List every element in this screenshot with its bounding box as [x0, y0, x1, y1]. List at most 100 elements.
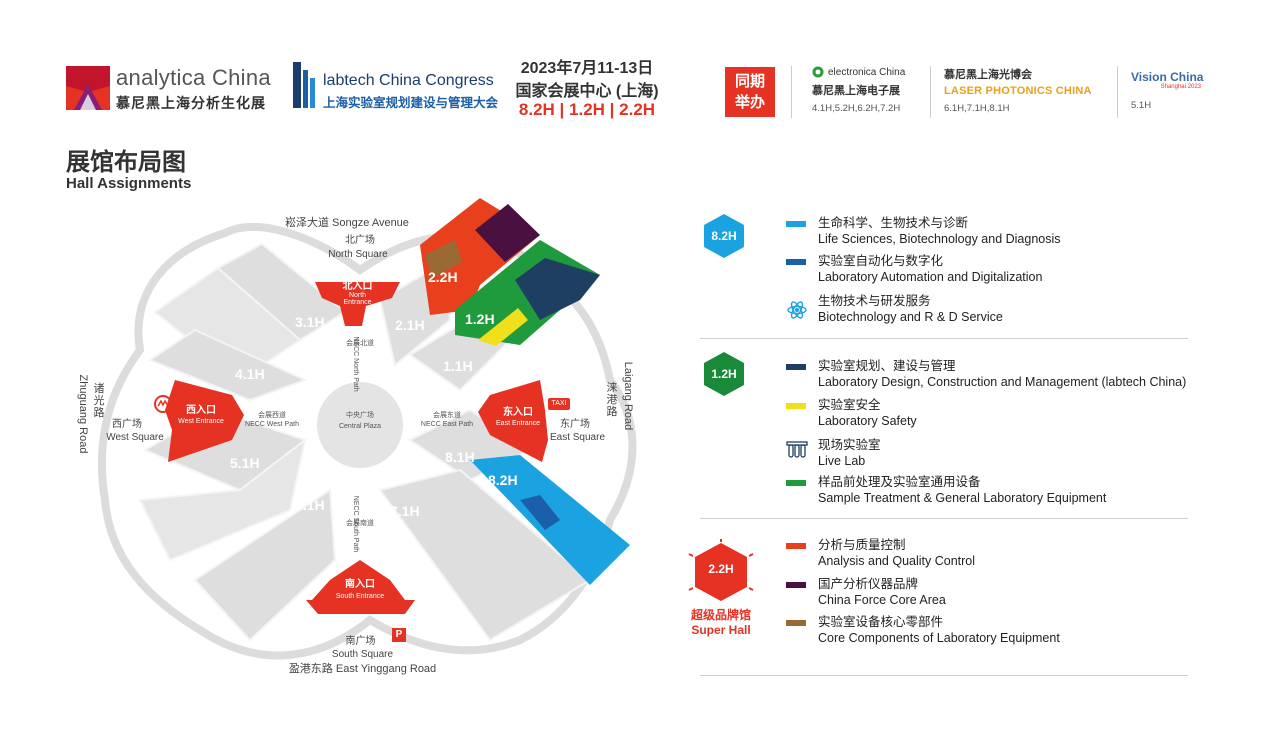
- legend-1-2-item-4-cn: 样品前处理及实验室通用设备: [818, 475, 981, 489]
- north-entrance-en-1: North: [348, 292, 367, 299]
- hall-badge-2-2: 2.2H: [708, 562, 734, 576]
- super-hall-badge-icon: [688, 539, 754, 601]
- labtech-name: labtech China Congress: [323, 72, 494, 89]
- hall-1-2-safety: [478, 308, 528, 346]
- hall-1-2-labtech: [515, 258, 600, 320]
- legend-1-2-item-4-en: Sample Treatment & General Laboratory Eq…: [818, 491, 1107, 505]
- north-entrance-cn: 北入口: [342, 281, 373, 292]
- laser-logo: 慕尼黑上海光博会 LASER PHOTONICS CHINA 6.1H,7.1H…: [944, 66, 1104, 118]
- vision-halls: 5.1H: [1131, 100, 1152, 111]
- divider: [1117, 66, 1118, 118]
- central-plaza-cn: 中央广场: [346, 412, 374, 419]
- labtech-logo: labtech China Congress 上海实验室规划建设与管理大会: [293, 62, 498, 112]
- concurrent-badge: 同期 举办: [725, 67, 775, 117]
- legend-2-2-item-2-en: China Force Core Area: [818, 593, 946, 607]
- vision-logo: Vision China Shanghai 2023 5.1H: [1131, 70, 1211, 118]
- hall-badge-1-2: 1.2H: [704, 352, 744, 396]
- analytica-name: analytica China: [116, 65, 271, 90]
- hall-5-1-front: [138, 437, 307, 562]
- page-title: 展馆布局图: [66, 149, 186, 176]
- laser-name: LASER PHOTONICS CHINA: [944, 85, 1092, 97]
- legend-8-2-item-3-cn: 生物技术与研发服务: [818, 294, 931, 308]
- swatch-safety: [786, 403, 806, 409]
- concurrent-badge-line1: 同期: [734, 73, 765, 90]
- south-path-en: NECC South Path: [352, 495, 359, 553]
- legend-divider: [700, 338, 1188, 339]
- south-path-cn: 会展南道: [346, 520, 374, 527]
- laser-title: 慕尼黑上海光博会: [944, 69, 1032, 81]
- legend-2-2-item-2-cn: 国产分析仪器品牌: [818, 577, 919, 591]
- legend-8-2-item-2-cn: 实验室自动化与数字化: [818, 254, 944, 268]
- parking-icon: [392, 628, 406, 642]
- central-plaza-en: Central Plaza: [338, 423, 382, 430]
- legend-1-2-item-2-en: Laboratory Safety: [818, 414, 917, 428]
- legend-2-2-item-1-cn: 分析与质量控制: [818, 538, 906, 552]
- swatch-automation: [786, 259, 806, 265]
- lab-tubes-icon: [786, 441, 808, 458]
- swatch-china-force: [786, 582, 806, 588]
- west-road-cn: 诸光路: [93, 383, 105, 419]
- vision-sub: Shanghai 2023: [1160, 84, 1201, 90]
- east-road-en: Laigang Road: [622, 361, 634, 431]
- north-path-en: NECC North Path: [352, 336, 359, 392]
- labtech-mark-icon: [293, 62, 315, 108]
- legend-8-2-item-3-en: Biotechnology and R & D Service: [818, 310, 1003, 324]
- taxi-icon: TAXI: [548, 398, 570, 410]
- west-road-en: Zhuguang Road: [77, 374, 89, 454]
- laser-halls: 6.1H,7.1H,8.1H: [944, 103, 1010, 114]
- hall-label-3-1: 3.1H: [295, 314, 325, 330]
- hall-label-1-2: 1.2H: [465, 311, 495, 327]
- south-square-en: South Square: [331, 649, 394, 660]
- hall-2-2-china-force: [475, 204, 540, 262]
- legend-1-2-item-1-en: Laboratory Design, Construction and Mana…: [818, 375, 1187, 389]
- hall-label-2-2: 2.2H: [428, 269, 458, 285]
- electronica-halls: 4.1H,5.2H,6.2H,7.2H: [812, 103, 901, 114]
- north-path-cn: 会展北道: [346, 340, 374, 347]
- north-entrance[interactable]: [315, 282, 400, 326]
- hall-badge-8-2: 8.2H: [704, 214, 744, 258]
- east-square-en: East Square: [549, 432, 606, 443]
- west-path-cn: 会展西道: [258, 412, 286, 419]
- west-entrance-en: West Entrance: [178, 418, 224, 425]
- west-path-en: NECC West Path: [245, 421, 299, 428]
- east-square-cn: 东广场: [560, 419, 590, 430]
- central-plaza: [313, 378, 407, 472]
- hall-6-1: [193, 488, 337, 642]
- east-entrance-cn: 东入口: [503, 407, 533, 418]
- divider: [791, 66, 792, 118]
- super-hall-en: Super Hall: [691, 623, 751, 637]
- analytica-mark-icon: [66, 66, 110, 110]
- legend-8-2-item-1-en: Life Sciences, Biotechnology and Diagnos…: [818, 232, 1061, 246]
- swatch-analysis: [786, 543, 806, 549]
- east-entrance[interactable]: [478, 380, 548, 462]
- hall-label-1-1: 1.1H: [443, 358, 473, 374]
- legend-8-2-item-1-cn: 生命科学、生物技术与诊断: [818, 216, 969, 230]
- event-venue: 国家会展中心 (上海): [515, 83, 659, 100]
- hall-4-1: [147, 328, 308, 402]
- event-date: 2023年7月11-13日: [520, 60, 654, 77]
- east-path-en: NECC East Path: [420, 421, 474, 428]
- south-entrance[interactable]: [312, 560, 405, 600]
- south-entrance-cn: 南入口: [345, 579, 375, 590]
- metro-icon: [154, 395, 172, 413]
- legend-2-2-item-1-en: Analysis and Quality Control: [818, 554, 976, 568]
- hall-2-2-core-components: [425, 240, 462, 278]
- electronica-mark-icon: [812, 66, 824, 78]
- parking-label: P: [395, 629, 403, 640]
- vision-name: Vision China: [1131, 70, 1204, 84]
- swatch-sample-treatment: [786, 480, 806, 486]
- west-entrance[interactable]: [165, 380, 244, 462]
- hall-8-2-automation: [520, 495, 560, 530]
- hall-label-5-1: 5.1H: [230, 455, 260, 471]
- west-square-en: West Square: [106, 432, 164, 443]
- labtech-sub: 上海实验室规划建设与管理大会: [323, 96, 499, 110]
- venue-map: [97, 198, 637, 660]
- page-subtitle: Hall Assignments: [66, 175, 192, 192]
- legend-1-2-item-1-cn: 实验室规划、建设与管理: [818, 359, 956, 373]
- legend-1-2-item-3-cn: 现场实验室: [818, 438, 881, 452]
- electronica-logo: electronica China 慕尼黑上海电子展 4.1H,5.2H,6.2…: [812, 66, 932, 118]
- atom-icon: [787, 301, 807, 319]
- hall-label-8-1: 8.1H: [445, 449, 475, 465]
- event-halls: 8.2H | 1.2H | 2.2H: [518, 100, 656, 119]
- south-road-label: 盈港东路 East Yinggang Road: [288, 663, 437, 675]
